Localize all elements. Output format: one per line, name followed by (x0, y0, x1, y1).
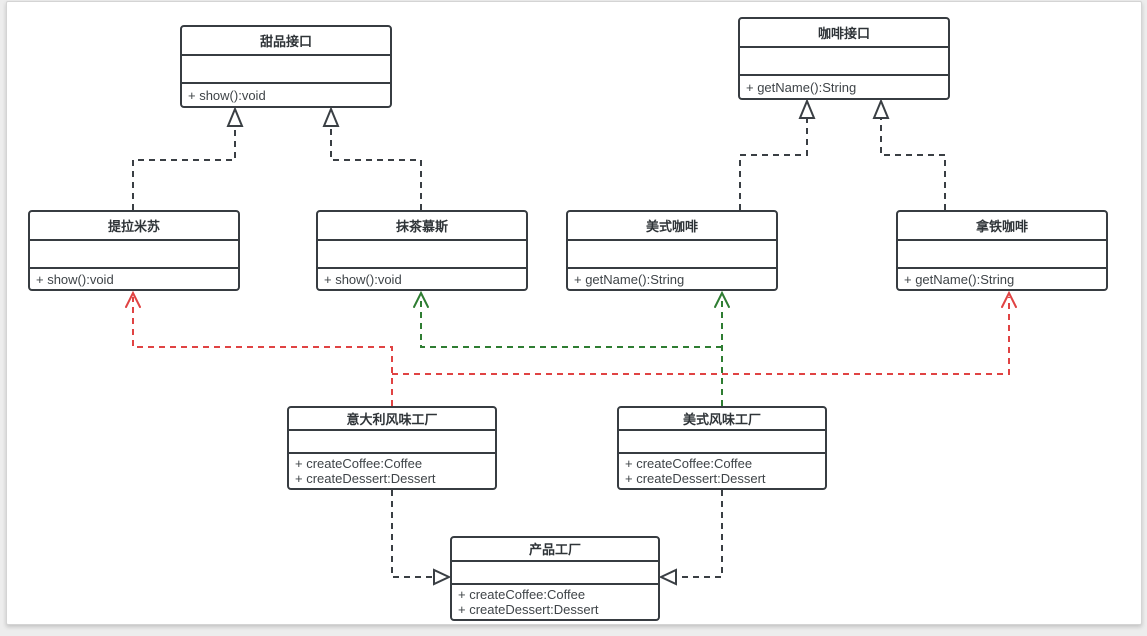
method-label: + createCoffee:Coffee (625, 456, 753, 471)
method-label: + show():void (324, 271, 402, 287)
class-methods: + createCoffee:Coffee + createDessert:De… (452, 583, 658, 619)
class-fields (318, 239, 526, 267)
method-label: + show():void (36, 271, 114, 287)
class-fields (898, 239, 1106, 267)
class-fields (568, 239, 776, 267)
diagram-canvas[interactable] (6, 1, 1142, 625)
class-fields (289, 429, 495, 452)
class-title: 甜品接口 (259, 34, 312, 49)
class-fields (619, 429, 825, 452)
class-title: 产品工厂 (528, 542, 581, 558)
class-dessert-interface[interactable]: 甜品接口 + show():void (180, 25, 392, 108)
class-fields (182, 54, 390, 82)
class-methods: + getName():String (898, 267, 1106, 289)
class-methods: + show():void (182, 82, 390, 106)
class-fields (452, 559, 658, 583)
class-title: 美式风味工厂 (682, 412, 761, 428)
dependency-american-factory-to-matcha[interactable] (420, 297, 722, 348)
method-label: + createCoffee:Coffee (295, 456, 423, 471)
class-methods: + getName():String (740, 74, 948, 98)
class-tiramisu[interactable]: 提拉米苏 + show():void (28, 210, 240, 291)
class-title: 拿铁咖啡 (975, 219, 1028, 234)
dependency-italian-factory-to-latte[interactable] (392, 297, 1010, 375)
realization-matcha-to-dessert-interface[interactable] (330, 126, 422, 210)
class-title: 抹茶慕斯 (395, 219, 448, 234)
class-methods: + show():void (318, 267, 526, 289)
class-american-factory[interactable]: 美式风味工厂 + createCoffee:Coffee + createDes… (617, 406, 827, 490)
class-fields (740, 46, 948, 74)
class-coffee-interface[interactable]: 咖啡接口 + getName():String (738, 17, 950, 100)
method-label: + createCoffee:Coffee (458, 587, 586, 602)
method-label: + show():void (188, 87, 266, 103)
class-italian-factory[interactable]: 意大利风味工厂 + createCoffee:Coffee + createDe… (287, 406, 497, 490)
class-american-coffee[interactable]: 美式咖啡 + getName():String (566, 210, 778, 291)
class-product-factory[interactable]: 产品工厂 + createCoffee:Coffee + createDesse… (450, 536, 660, 621)
method-label: + createDessert:Dessert (625, 471, 766, 486)
realization-italian-factory-to-product-factory[interactable] (391, 490, 433, 578)
realization-latte-to-coffee-interface[interactable] (880, 118, 946, 210)
class-methods: + getName():String (568, 267, 776, 289)
realization-tiramisu-to-dessert-interface[interactable] (132, 126, 236, 210)
class-title: 意大利风味工厂 (346, 412, 438, 428)
method-label: + getName():String (904, 271, 1015, 287)
class-title: 提拉米苏 (107, 219, 160, 234)
class-methods: + show():void (30, 267, 238, 289)
class-matcha-mousse[interactable]: 抹茶慕斯 + show():void (316, 210, 528, 291)
method-label: + createDessert:Dessert (458, 602, 599, 617)
class-methods: + createCoffee:Coffee + createDessert:De… (619, 452, 825, 488)
class-title: 美式咖啡 (645, 219, 698, 234)
realization-american-coffee-to-coffee-interface[interactable] (739, 118, 808, 210)
class-title: 咖啡接口 (817, 26, 870, 41)
method-label: + getName():String (574, 271, 685, 287)
method-label: + createDessert:Dessert (295, 471, 436, 486)
method-label: + getName():String (746, 79, 857, 95)
dependency-italian-factory-to-tiramisu[interactable] (132, 297, 393, 406)
class-methods: + createCoffee:Coffee + createDessert:De… (289, 452, 495, 488)
class-latte-coffee[interactable]: 拿铁咖啡 + getName():String (896, 210, 1108, 291)
class-fields (30, 239, 238, 267)
